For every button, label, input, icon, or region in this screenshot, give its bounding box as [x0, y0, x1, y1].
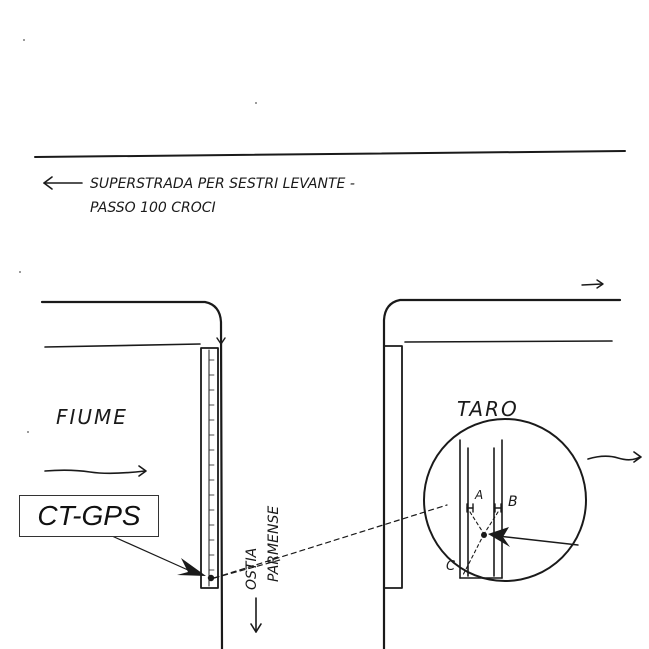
flow-arrow-left [44, 465, 147, 477]
detail-sight-lines [462, 511, 499, 576]
detail-pointer-arrow-icon [488, 527, 510, 547]
hydrometer-ticks [208, 359, 215, 571]
right-water-line [404, 340, 613, 343]
downstream-arrow-icon [250, 597, 262, 633]
right-abutment-outline [382, 298, 622, 649]
detail-pointer [497, 535, 579, 546]
station-label-line2: PARMENSE [266, 506, 282, 582]
left-abutment-outline [40, 300, 224, 649]
detail-point-c-label: C [446, 559, 456, 574]
speck [255, 102, 257, 104]
road-caption-line1: SUPERSTRADA PER SESTRI LEVANTE - [90, 176, 355, 192]
speck [19, 271, 21, 273]
top-right-arrow-icon [581, 279, 604, 289]
road-line [34, 150, 626, 158]
detail-circle [423, 418, 587, 582]
station-label-line1: OSTIA [244, 548, 260, 590]
detail-pier [459, 439, 503, 579]
detail-point-b-label: B [508, 494, 518, 510]
sensor-point [207, 574, 215, 582]
station-label: OSTIA PARMENSE [244, 506, 282, 590]
leader-dashed-line [213, 504, 448, 579]
tag-pointer-arrow-icon [177, 558, 206, 576]
road-direction-arrow [43, 176, 83, 190]
leader-dashed-line-2 [213, 559, 281, 579]
ct-gps-tag: CT-GPS [19, 495, 159, 537]
left-bank-label: FIUME [56, 405, 128, 429]
right-bank-label: TARO [457, 397, 519, 421]
right-pier [383, 345, 403, 589]
detail-markers [466, 503, 502, 513]
detail-point-a-label: A [474, 488, 483, 502]
left-pier [200, 347, 219, 589]
left-water-line [44, 343, 201, 348]
flow-arrow-right [587, 451, 642, 463]
ct-gps-tag-label: CT-GPS [37, 500, 141, 531]
speck [27, 431, 29, 433]
pier-top-arrow-icon [216, 327, 226, 345]
tag-pointer [111, 535, 189, 571]
detail-sensor-point [481, 532, 487, 538]
speck [23, 39, 25, 41]
road-caption-line2: PASSO 100 CROCI [90, 200, 216, 216]
